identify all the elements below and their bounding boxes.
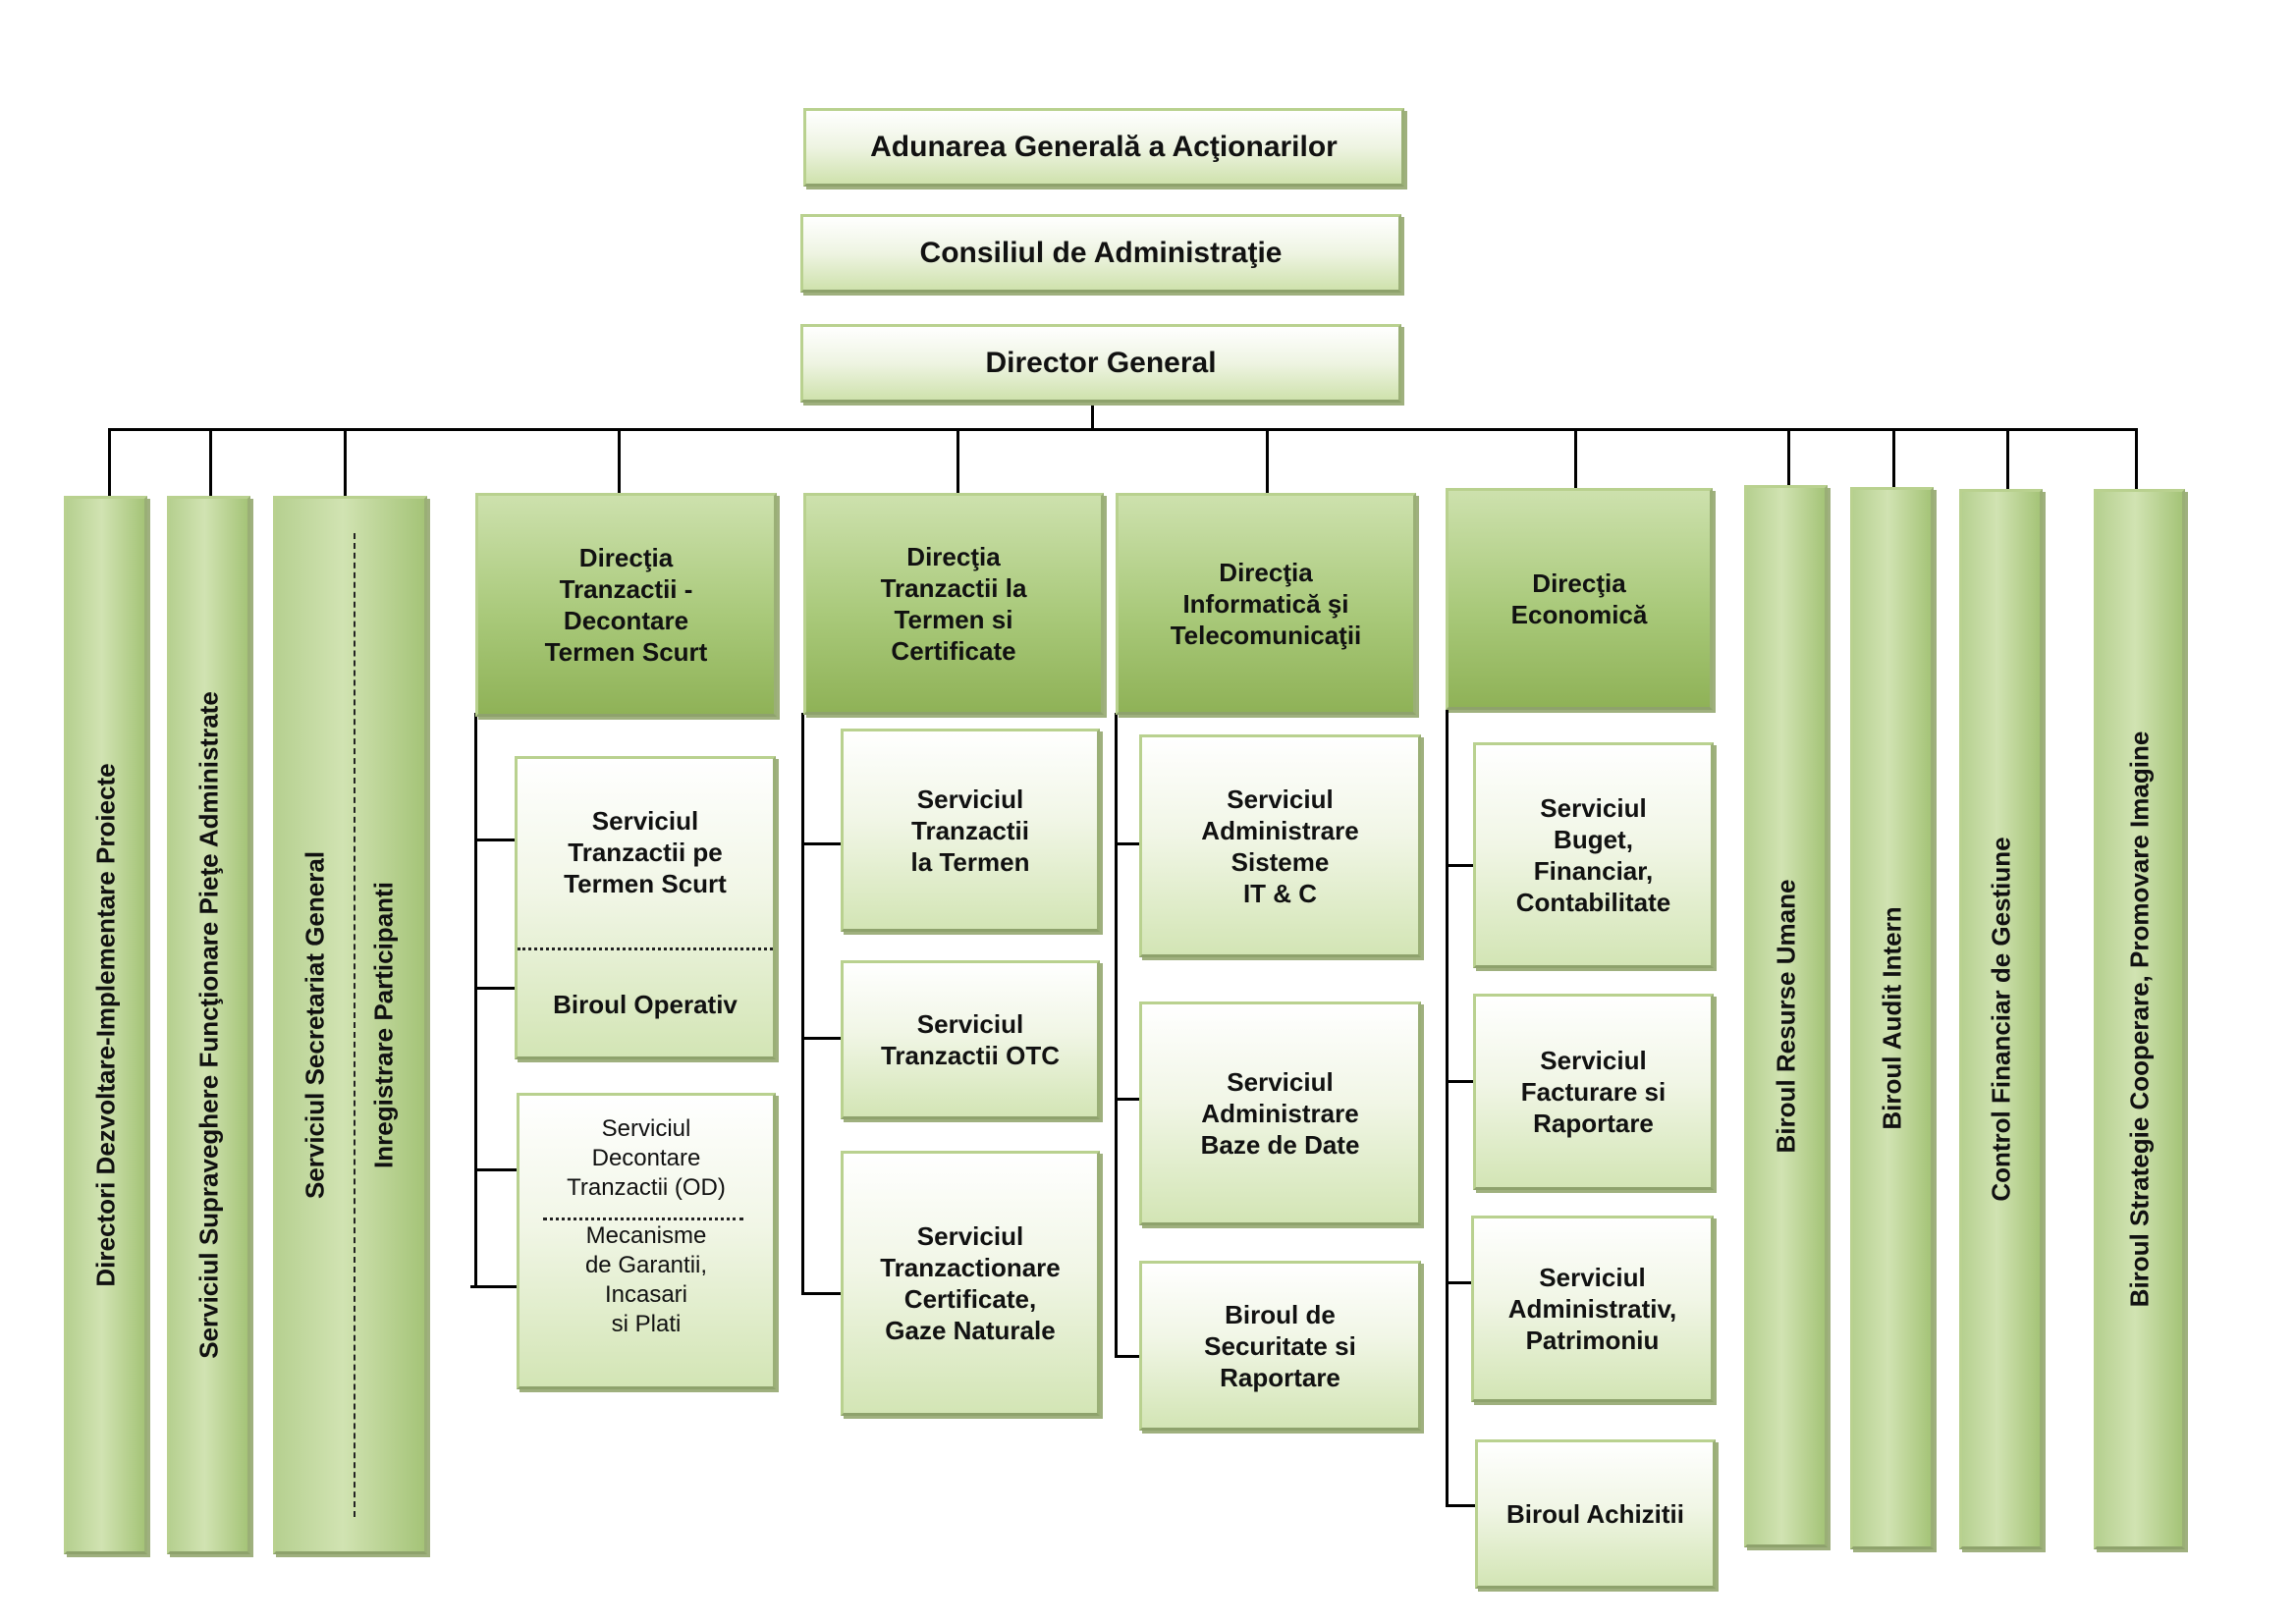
connector-dir3-svc1 — [1115, 842, 1142, 845]
inregistrare-label: Inregistrare Participanti — [368, 882, 399, 1168]
connector-dir1-svc4 — [470, 1285, 519, 1288]
directori-column: Directori Dezvoltare-Implementare Proiec… — [64, 496, 147, 1554]
secretariat-column: Serviciul Secretariat General Inregistra… — [273, 496, 427, 1554]
biroul-achizitii: Biroul Achizitii — [1475, 1439, 1716, 1589]
connector-dir1-vertical — [474, 713, 477, 1287]
board-label: Consiliul de Administraţie — [919, 237, 1283, 269]
connector-director-down — [1091, 401, 1094, 430]
connector-drop-supraveghere — [209, 428, 212, 497]
connector-dir2-vertical — [801, 713, 804, 1295]
directori-label: Directori Dezvoltare-Implementare Proiec… — [90, 763, 120, 1287]
service-tranzactii-divider — [518, 947, 773, 950]
connector-drop-dir3 — [1266, 428, 1269, 497]
connector-dir4-vertical — [1446, 707, 1449, 1507]
resurse-umane-column: Biroul Resurse Umane — [1744, 485, 1828, 1547]
resurse-umane-label: Biroul Resurse Umane — [1771, 879, 1800, 1154]
connector-dir2-svc1 — [801, 842, 843, 845]
connector-dir2-svc3 — [801, 1292, 843, 1295]
control-financiar-label: Control Financiar de Gestiune — [1986, 837, 2015, 1202]
connector-dir1-svc1 — [474, 839, 516, 841]
biroul-achizitii-text: Biroul Achizitii — [1505, 1499, 1685, 1529]
connector-dir3-svc3 — [1115, 1355, 1142, 1358]
connector-drop-strategie — [2135, 428, 2138, 491]
audit-intern-label: Biroul Audit Intern — [1877, 906, 1906, 1130]
supraveghere-label: Serviciul Supraveghere Funcţionare Pieţe… — [193, 691, 223, 1359]
audit-intern-column: Biroul Audit Intern — [1850, 487, 1934, 1549]
agm-label: Adunarea Generală a Acţionarilor — [870, 131, 1338, 163]
connector-dir4-svc3 — [1446, 1281, 1473, 1284]
connector-drop-audit — [1892, 428, 1895, 489]
connector-drop-resurse — [1787, 428, 1790, 487]
connector-drop-control — [2006, 428, 2009, 491]
director-general-label: Director General — [985, 347, 1217, 379]
control-financiar-column: Control Financiar de Gestiune — [1959, 489, 2043, 1549]
strategie-cooperare-label: Biroul Strategie Cooperare, Promovare Im… — [2124, 731, 2154, 1308]
connector-dir3-vertical — [1115, 713, 1118, 1358]
connector-dir2-svc2 — [801, 1037, 843, 1040]
secretariat-label: Serviciul Secretariat General — [300, 850, 330, 1200]
service-decontare-divider — [543, 1218, 743, 1220]
biroul-operativ-text: Biroul Operativ — [553, 989, 738, 1019]
agm-box: Adunarea Generală a Acţionarilor — [803, 108, 1404, 187]
connector-drop-directori — [108, 428, 111, 497]
director-general-box: Director General — [800, 324, 1401, 403]
secretariat-divider — [354, 533, 355, 1517]
connector-dir1-svc3 — [474, 1168, 519, 1171]
strategie-cooperare-column: Biroul Strategie Cooperare, Promovare Im… — [2094, 489, 2185, 1549]
connector-dir4-svc1 — [1446, 864, 1473, 867]
connector-drop-dir2 — [957, 428, 959, 497]
connector-dir3-svc2 — [1115, 1098, 1142, 1101]
board-box: Consiliul de Administraţie — [800, 214, 1401, 293]
connector-drop-dir1 — [618, 428, 621, 497]
connector-dir1-svc2 — [474, 987, 516, 990]
connector-drop-secretariat — [344, 428, 347, 497]
connector-dir4-svc4 — [1446, 1504, 1475, 1507]
connector-main-horizontal — [108, 428, 2138, 431]
supraveghere-column: Serviciul Supraveghere Funcţionare Pieţe… — [167, 496, 250, 1554]
connector-dir4-svc2 — [1446, 1080, 1473, 1083]
connector-drop-dir4 — [1574, 428, 1577, 492]
